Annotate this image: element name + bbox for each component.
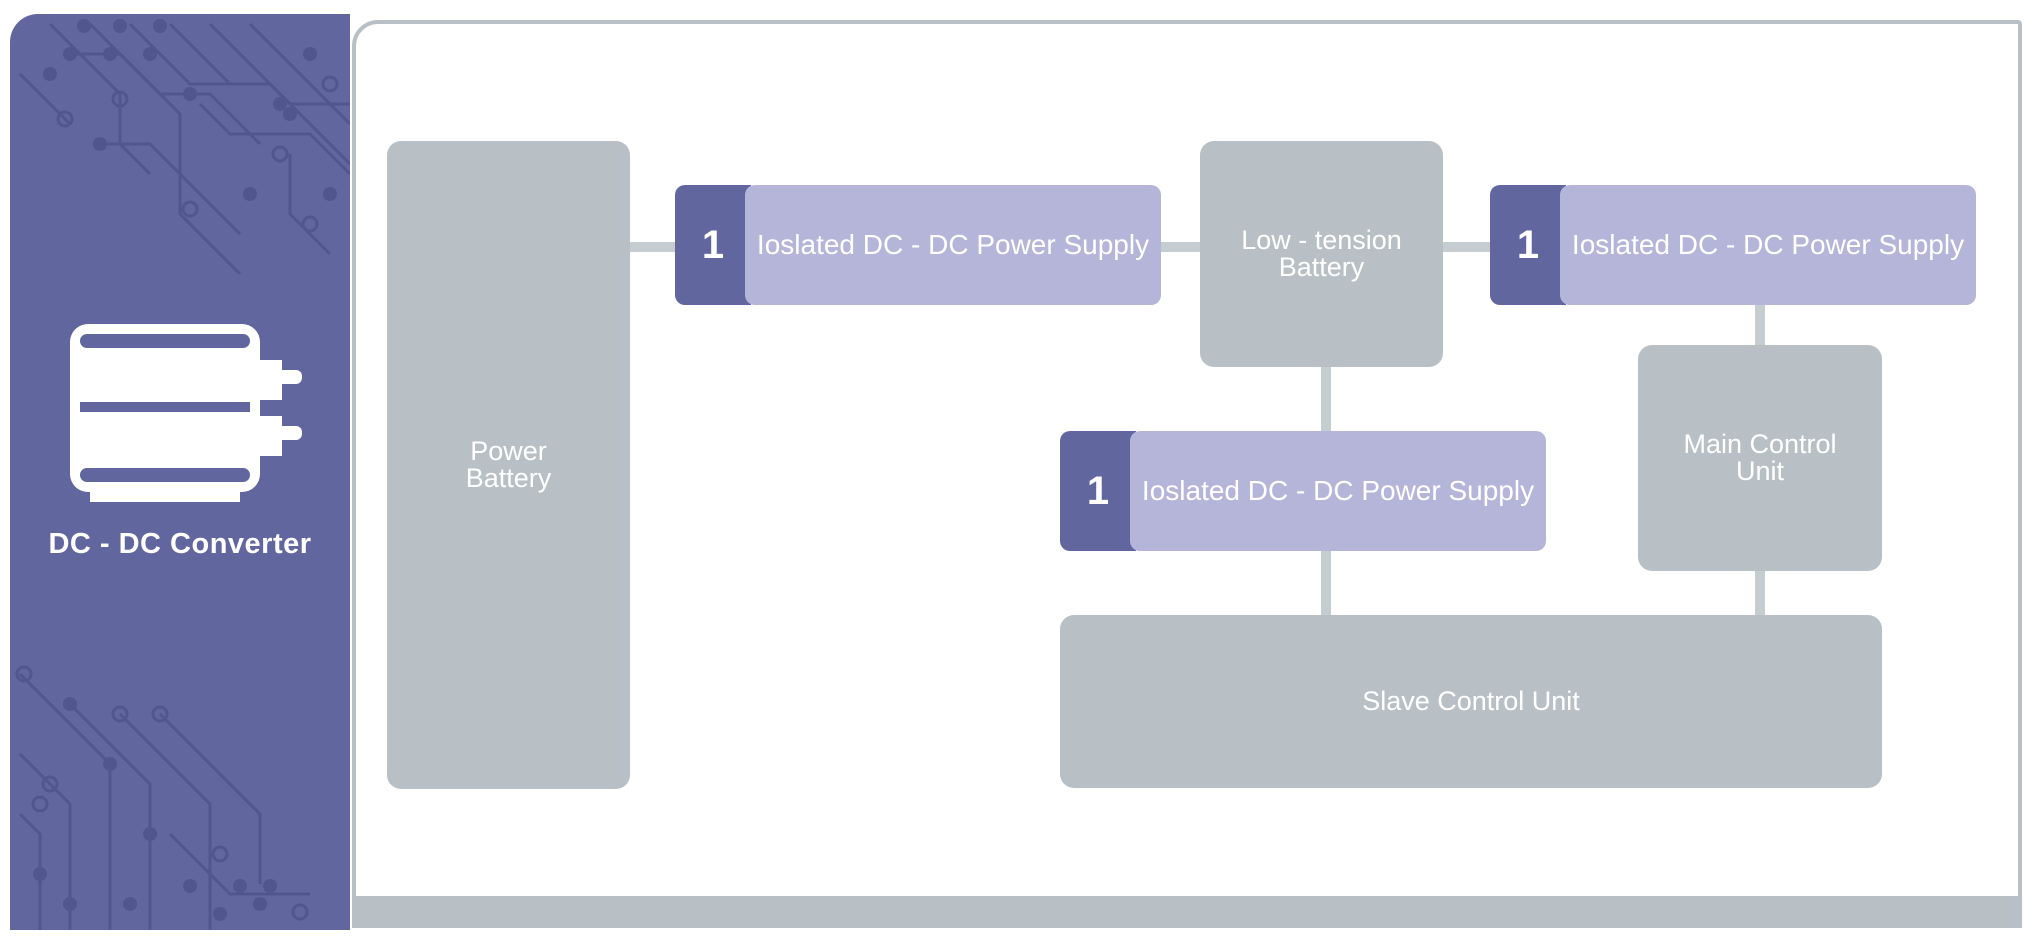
main-control-unit-label: Main Control Unit xyxy=(1683,429,1837,486)
low-tension-battery-block: Low - tension Battery xyxy=(1200,141,1443,367)
connector-main-slave xyxy=(1755,570,1765,616)
supply-number-badge: 1 xyxy=(1060,431,1136,551)
connector-supply1-lowtension xyxy=(1160,242,1202,252)
connector-lowtension-supply2 xyxy=(1442,242,1492,252)
isolated-power-supply-3: 1 Ioslated DC - DC Power Supply xyxy=(1060,431,1546,551)
supply-number-badge: 1 xyxy=(1490,185,1566,305)
frame-bottom-bar xyxy=(352,896,2022,928)
circuit-pattern-bottom xyxy=(15,665,310,930)
connector-supply3-slave xyxy=(1321,550,1331,616)
power-battery-label: Power Battery xyxy=(465,436,552,493)
supply-label: Ioslated DC - DC Power Supply xyxy=(745,185,1161,305)
sidebar-title: DC - DC Converter xyxy=(48,528,312,560)
power-battery-block: Power Battery xyxy=(387,141,630,789)
low-tension-battery-label: Low - tension Battery xyxy=(1241,225,1402,282)
sidebar-panel: DC - DC Converter xyxy=(10,14,350,930)
supply-label: Ioslated DC - DC Power Supply xyxy=(1560,185,1976,305)
supply-label: Ioslated DC - DC Power Supply xyxy=(1130,431,1546,551)
slave-control-unit-block: Slave Control Unit xyxy=(1060,615,1882,788)
connector-supply2-main xyxy=(1755,304,1765,346)
isolated-power-supply-2: 1 Ioslated DC - DC Power Supply xyxy=(1490,185,1976,305)
connector-lowtension-supply3 xyxy=(1321,366,1331,432)
slave-control-unit-label: Slave Control Unit xyxy=(1362,686,1580,716)
isolated-power-supply-1: 1 Ioslated DC - DC Power Supply xyxy=(675,185,1161,305)
main-control-unit-block: Main Control Unit xyxy=(1638,345,1882,571)
connector-power-supply1 xyxy=(628,242,678,252)
supply-number-badge: 1 xyxy=(675,185,751,305)
dc-dc-converter-icon xyxy=(66,320,326,520)
circuit-pattern-top xyxy=(18,19,350,274)
